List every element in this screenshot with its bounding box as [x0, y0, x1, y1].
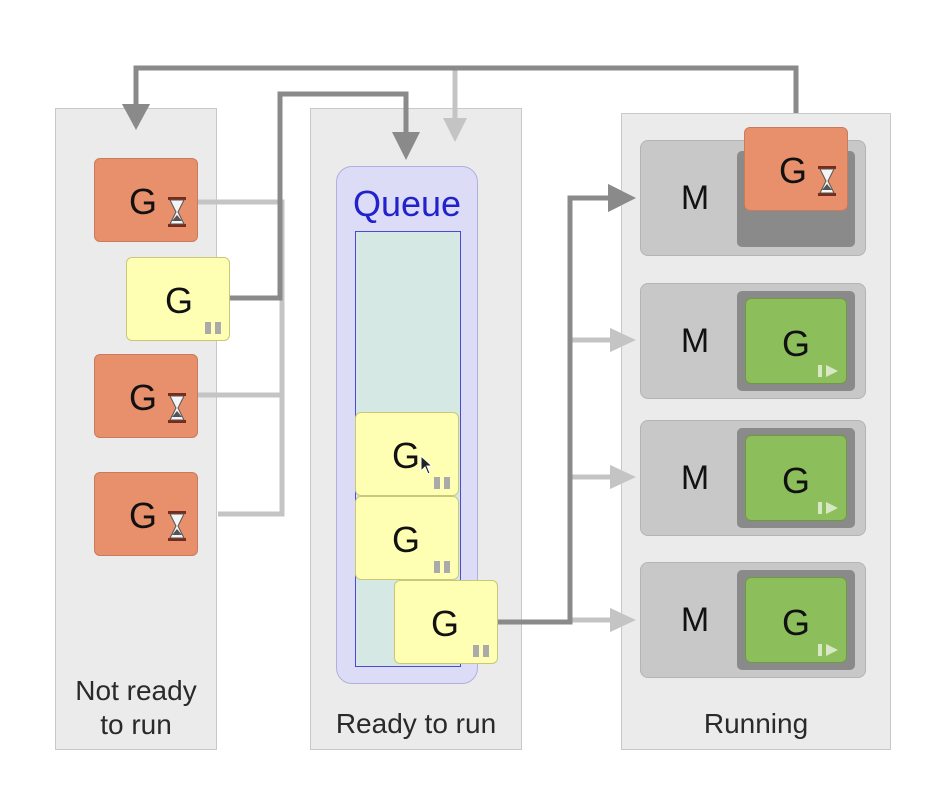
play-icon — [818, 365, 838, 377]
hourglass-icon — [168, 511, 186, 541]
cursor-icon — [420, 455, 434, 475]
running-goroutine: G — [745, 435, 847, 521]
ready-label: Ready to run — [335, 708, 497, 739]
pause-icon — [434, 561, 450, 573]
runnable-goroutine-blocked-exit: G — [126, 257, 230, 341]
hourglass-icon — [168, 393, 186, 423]
pause-icon — [473, 645, 489, 657]
not-ready-label: Not ready to run — [75, 675, 197, 740]
waiting-goroutine: G — [94, 354, 198, 438]
waiting-goroutine: G — [94, 472, 198, 556]
queued-goroutine: G — [355, 412, 459, 496]
running-goroutine: G — [745, 577, 847, 663]
running-goroutine: G — [745, 298, 847, 384]
hourglass-icon — [168, 197, 186, 227]
pause-icon — [434, 477, 450, 489]
hourglass-icon — [818, 166, 836, 196]
machine-thread: M G — [640, 420, 866, 536]
queued-goroutine: G — [355, 496, 459, 580]
waiting-goroutine: G — [94, 158, 198, 242]
dark-arrowheads-overlay — [122, 104, 636, 212]
machine-thread: M G — [640, 283, 866, 399]
light-arrowheads-overlay — [443, 118, 636, 632]
blocking-goroutine: G — [744, 127, 848, 211]
waiting-feed-lines-overlay — [198, 108, 612, 623]
play-icon — [818, 502, 838, 514]
queue-title: Queue — [352, 183, 462, 224]
dequeued-goroutine: G — [394, 580, 498, 664]
pause-icon — [205, 322, 221, 334]
machine-thread: M G — [640, 562, 866, 678]
running-label: Running — [703, 708, 809, 739]
play-icon — [818, 644, 838, 656]
